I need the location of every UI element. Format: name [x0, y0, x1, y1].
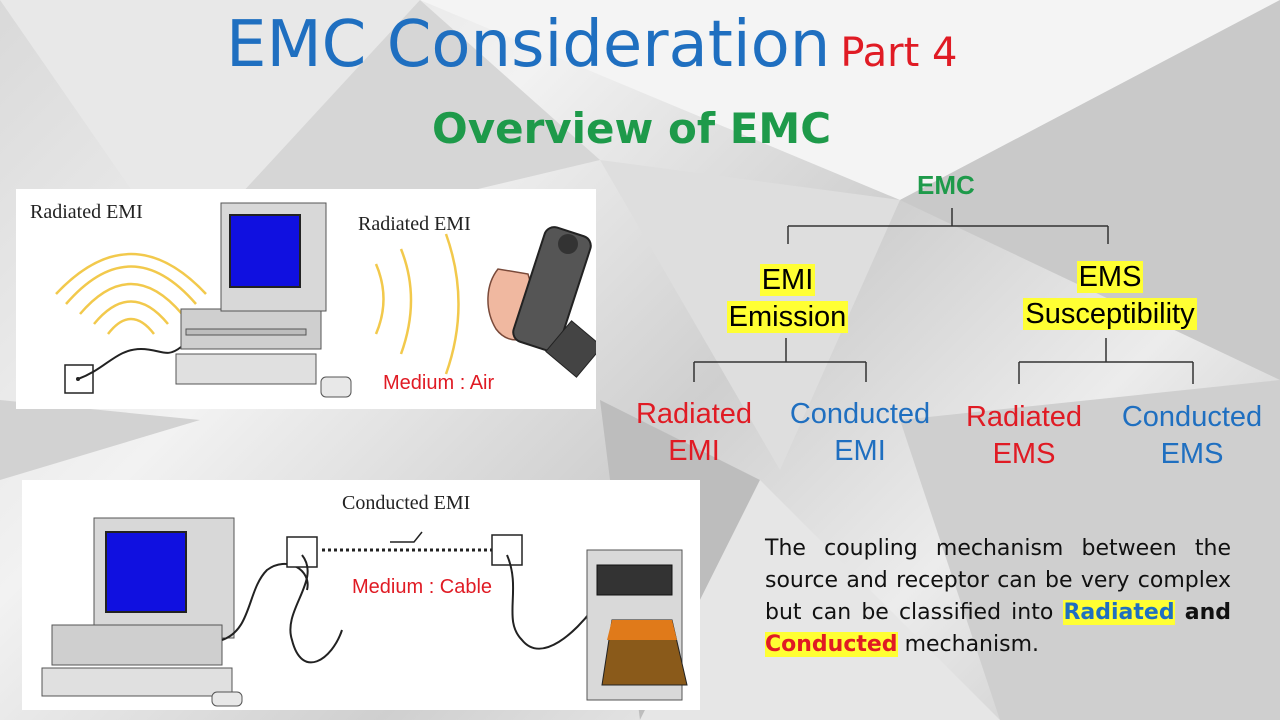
computer [41, 517, 243, 707]
slide-subtitle: Overview of EMC [432, 104, 832, 153]
conducted-highlight: Conducted [765, 632, 898, 657]
mechanism-word: mechanism. [904, 632, 1039, 657]
emi-label: EMI [759, 264, 816, 296]
left-radiation-waves [55, 252, 207, 335]
title-main: EMC Consideration [226, 8, 831, 82]
medium-air-label: Medium : Air [383, 372, 495, 394]
radiated-highlight: Radiated [1063, 600, 1175, 625]
computer [175, 202, 352, 398]
radiated-emi-label-right: Radiated EMI [358, 213, 471, 235]
ems-label: EMS [1076, 261, 1144, 293]
pc-cable [221, 563, 309, 641]
right-radiation-waves [374, 233, 460, 375]
radiated-emi-label-left: Radiated EMI [30, 201, 143, 223]
outlet-left [286, 536, 318, 568]
coffee-cable [506, 554, 593, 650]
mobile-phone [487, 226, 596, 378]
power-cable [77, 346, 182, 380]
tree-node-ems: EMS Susceptibility [1012, 259, 1208, 333]
description-text: The coupling mechanism between the sourc… [765, 536, 1231, 625]
and-word: and [1184, 600, 1231, 625]
susceptibility-label: Susceptibility [1023, 298, 1197, 330]
radiated-emi-panel: Radiated EMI Radiated EMI Medium : Air [16, 189, 596, 409]
outlet-right [491, 534, 523, 566]
description-paragraph: The coupling mechanism between the sourc… [765, 533, 1231, 661]
conducted-emi-label: Conducted EMI [342, 492, 471, 514]
coffee-maker [586, 549, 688, 701]
title-part: Part 4 [840, 30, 958, 76]
conducted-emi-panel: Conducted EMI Medium : Cable [22, 480, 700, 710]
medium-cable-label: Medium : Cable [352, 576, 493, 598]
conducted-emi-illustration [41, 517, 688, 707]
tree-node-emi: EMI Emission [720, 262, 855, 336]
tree-root-emc: EMC [917, 170, 975, 200]
arrow-icon [390, 531, 423, 543]
radiated-emi-illustration [55, 202, 596, 398]
emission-label: Emission [726, 301, 849, 333]
